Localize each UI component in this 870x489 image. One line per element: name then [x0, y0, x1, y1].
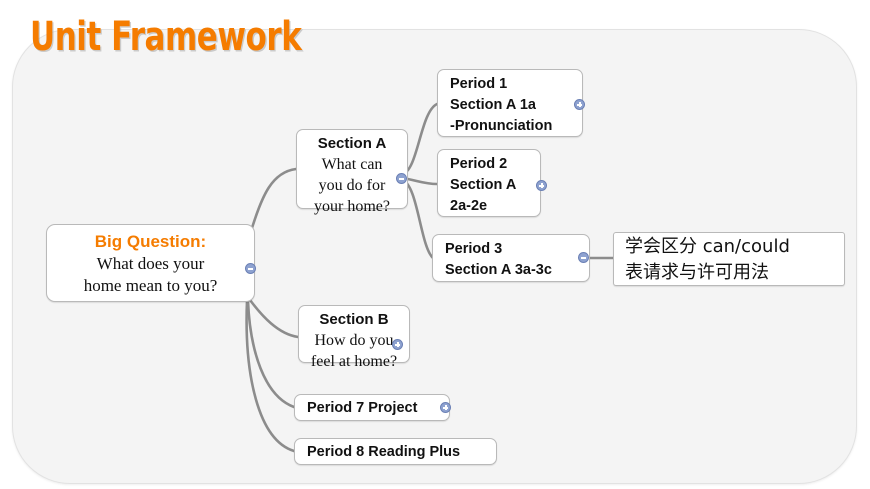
expand-handle-section-b[interactable]	[392, 339, 403, 350]
expand-handle-period-2[interactable]	[536, 180, 547, 191]
period-1-line3: -Pronunciation	[450, 118, 553, 134]
period-1-line2: Section A 1a	[450, 97, 536, 113]
big-question-line1: What does your	[96, 254, 205, 273]
node-period-2[interactable]: Period 2 Section A 2a-2e	[437, 149, 541, 217]
node-period-1[interactable]: Period 1 Section A 1a -Pronunciation	[437, 69, 583, 137]
node-period-3[interactable]: Period 3 Section A 3a-3c	[432, 234, 590, 282]
period-3-line2: Section A 3a-3c	[445, 262, 552, 278]
period-2-line1: Period 2	[450, 156, 508, 172]
node-section-b[interactable]: Section B How do you feel at home?	[298, 305, 410, 370]
period-2-line3: 2a-2e	[450, 198, 488, 214]
period-2-line2: Section A	[450, 177, 517, 193]
period-7-label: Period 7 Project	[307, 400, 418, 416]
page-title: Unit Framework	[30, 14, 302, 60]
section-b-head: Section B	[319, 311, 389, 328]
big-question-head: Big Question:	[94, 232, 207, 251]
period-3-line1: Period 3	[445, 241, 503, 257]
node-period-8[interactable]: Period 8 Reading Plus	[294, 438, 497, 465]
section-b-line2: feel at home?	[310, 353, 398, 370]
period-1-line1: Period 1	[450, 76, 508, 92]
grammar-note-line2: 表请求与许可用法	[625, 262, 769, 283]
section-b-line1: How do you	[314, 332, 394, 349]
section-a-line2: you do for	[318, 177, 386, 194]
section-a-head: Section A	[317, 135, 387, 152]
grammar-note-line1: 学会区分 can/could	[625, 236, 790, 257]
node-period-7[interactable]: Period 7 Project	[294, 394, 450, 421]
expand-handle-period-7[interactable]	[440, 402, 451, 413]
node-section-a[interactable]: Section A What can you do for your home?	[296, 129, 408, 215]
node-big-question[interactable]: Big Question: What does your home mean t…	[46, 224, 255, 302]
section-a-line1: What can	[321, 156, 383, 173]
collapse-handle-period-3[interactable]	[578, 252, 589, 263]
node-grammar-note[interactable]: 学会区分 can/could 表请求与许可用法	[613, 232, 845, 286]
section-a-line3: your home?	[314, 198, 390, 215]
expand-handle-period-1[interactable]	[574, 99, 585, 110]
period-8-label: Period 8 Reading Plus	[307, 444, 461, 460]
collapse-handle-section-a[interactable]	[396, 173, 407, 184]
big-question-line2: home mean to you?	[83, 276, 218, 295]
collapse-handle-big-question[interactable]	[245, 263, 256, 274]
